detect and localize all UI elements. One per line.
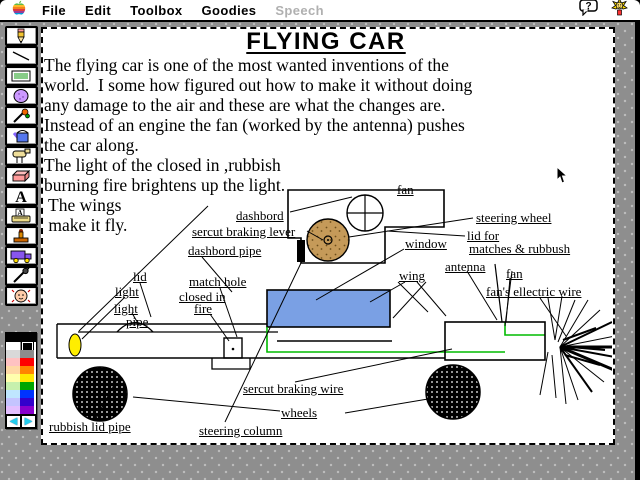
color-swatch[interactable]	[20, 350, 34, 358]
story-text-line: any damage to the air and these are what…	[44, 95, 446, 115]
selected-color-swatch[interactable]	[20, 340, 34, 352]
color-swatch[interactable]	[6, 398, 20, 406]
palette-prev-button[interactable]: ◀	[6, 415, 21, 428]
svg-text:?: ?	[585, 1, 591, 12]
color-swatch[interactable]	[20, 406, 34, 414]
menu-toolbox[interactable]: Toolbox	[130, 2, 183, 18]
menu-items: File Edit Toolbox Goodies Speech	[42, 3, 324, 18]
color-swatch[interactable]	[6, 350, 20, 358]
story-text-line: Instead of an engine the fan (worked by …	[44, 115, 465, 135]
rectangle-tool-button[interactable]	[4, 66, 38, 86]
story-text-line: make it fly.	[44, 215, 128, 235]
paint-can-button[interactable]	[4, 126, 38, 146]
menu-edit[interactable]: Edit	[85, 2, 112, 18]
color-picker-button[interactable]	[4, 266, 38, 286]
story-text-line: the car along.	[44, 135, 139, 155]
palette-next-button[interactable]: ▶	[21, 415, 36, 428]
color-swatch[interactable]	[20, 390, 34, 398]
color-swatch[interactable]	[20, 366, 34, 374]
color-swatch[interactable]	[6, 358, 20, 366]
svg-text:A: A	[17, 209, 22, 217]
balloon-help-icon[interactable]: ?	[579, 0, 599, 21]
color-swatch[interactable]	[6, 374, 20, 382]
menu-file[interactable]: File	[42, 2, 66, 18]
color-swatch[interactable]	[20, 382, 34, 390]
story-text-line: burning fire brightens up the light.	[44, 175, 286, 195]
color-swatch[interactable]	[6, 406, 20, 414]
typewriter-button[interactable]: A	[4, 206, 38, 226]
line-tool-button[interactable]	[4, 46, 38, 66]
current-color-bar	[6, 333, 36, 342]
story-text-line: The wings	[44, 195, 122, 215]
menu-bar: File Edit Toolbox Goodies Speech ?	[0, 0, 640, 22]
kidpix-guy-icon[interactable]	[611, 0, 628, 22]
page-title: FLYING CAR	[246, 28, 406, 55]
apple-menu-icon[interactable]	[12, 0, 26, 21]
story-text: The flying car is one of the most wanted…	[44, 55, 472, 235]
color-swatch[interactable]	[20, 398, 34, 406]
wacky-brush-button[interactable]	[4, 106, 38, 126]
undo-guy-button[interactable]	[4, 286, 38, 306]
eraser-button[interactable]	[4, 166, 38, 186]
color-swatch[interactable]	[6, 366, 20, 374]
wacky-pencil-button[interactable]	[4, 26, 38, 46]
color-swatch[interactable]	[20, 358, 34, 366]
story-text-line: The light of the closed in ,rubbish	[44, 155, 281, 175]
rubber-stamp-button[interactable]	[4, 226, 38, 246]
mouse-cursor	[556, 165, 569, 189]
electric-mixer-button[interactable]	[4, 146, 38, 166]
text-tool-button[interactable]: A	[4, 186, 38, 206]
story-text-line: The flying car is one of the most wanted…	[44, 55, 449, 75]
menu-goodies[interactable]: Goodies	[201, 2, 257, 18]
screen-right-edge	[635, 22, 640, 480]
color-palette: ◀ ▶	[5, 332, 37, 429]
color-swatch[interactable]	[6, 390, 20, 398]
story-text-line: world. I some how figured out how to mak…	[44, 75, 473, 95]
color-swatch[interactable]	[6, 342, 20, 350]
color-swatch[interactable]	[6, 382, 20, 390]
oval-tool-button[interactable]	[4, 86, 38, 106]
menu-speech: Speech	[275, 2, 325, 18]
color-swatch[interactable]	[20, 374, 34, 382]
moving-van-button[interactable]	[4, 246, 38, 266]
svg-text:A: A	[15, 189, 27, 204]
